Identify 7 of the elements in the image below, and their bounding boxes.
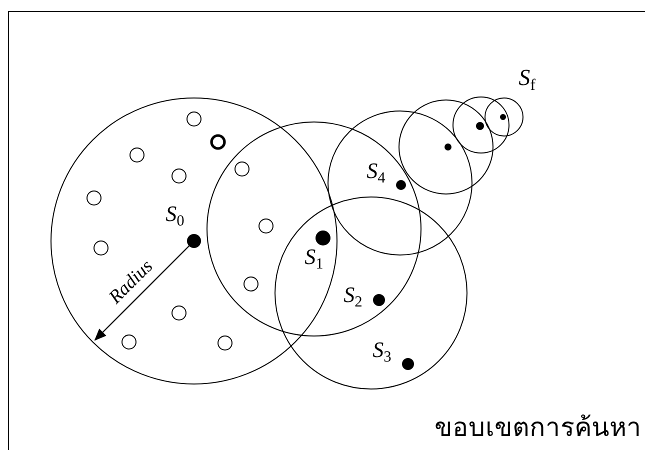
subscripted-point-label: S$_{4}$ (366, 160, 386, 186)
subscripted-point-label: S$_{3}$ (372, 339, 392, 365)
subscripted-point-label: S$_{2}$ (344, 284, 362, 310)
search-boundary-label: ขอบเขตการค้นหา (434, 415, 642, 441)
subscripted-point-label: S$_{1}$ (304, 246, 324, 272)
subscripted-point-label: S$_{0}$ (166, 203, 184, 229)
subscripted-point-label: S$_{f}$ (518, 66, 536, 94)
